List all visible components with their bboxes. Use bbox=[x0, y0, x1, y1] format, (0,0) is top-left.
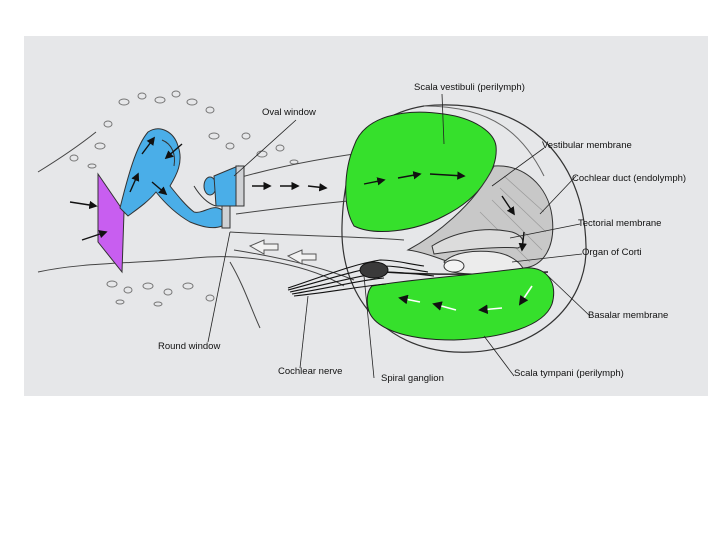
label-round-window: Round window bbox=[158, 341, 220, 352]
label-organ-of-corti: Organ of Corti bbox=[582, 247, 642, 258]
label-cochlear-duct: Cochlear duct (endolymph) bbox=[572, 173, 686, 184]
tympani-flow-arrows bbox=[398, 285, 533, 315]
oval-window-plug bbox=[235, 165, 245, 207]
label-vestibular-membrane: Vestibular membrane bbox=[542, 140, 632, 151]
ossicle-arrows bbox=[69, 136, 183, 241]
label-scala-vestibuli: Scala vestibuli (perilymph) bbox=[414, 82, 525, 93]
leader-lines bbox=[207, 93, 591, 379]
scala-tympani bbox=[366, 267, 555, 341]
label-oval-window: Oval window bbox=[262, 107, 316, 118]
tympanic-membrane bbox=[97, 172, 125, 274]
return-flow-arrows bbox=[248, 239, 317, 265]
label-basilar-membrane: Basalar membrane bbox=[588, 310, 668, 321]
bone-texture bbox=[69, 90, 299, 307]
spiral-ganglion bbox=[359, 261, 389, 279]
label-scala-tympani: Scala tympani (perilymph) bbox=[514, 368, 624, 379]
round-window-marker bbox=[221, 205, 231, 229]
canal-flow-arrows bbox=[252, 181, 328, 192]
label-tectorial-membrane: Tectorial membrane bbox=[578, 218, 661, 229]
label-cochlear-nerve: Cochlear nerve bbox=[278, 366, 342, 377]
scala-flow-arrows bbox=[363, 171, 527, 252]
ossicles bbox=[119, 128, 226, 229]
label-spiral-ganglion: Spiral ganglion bbox=[381, 373, 444, 384]
cochlea-diagram: Scala vestibuli (perilymph) Oval window … bbox=[24, 36, 708, 396]
